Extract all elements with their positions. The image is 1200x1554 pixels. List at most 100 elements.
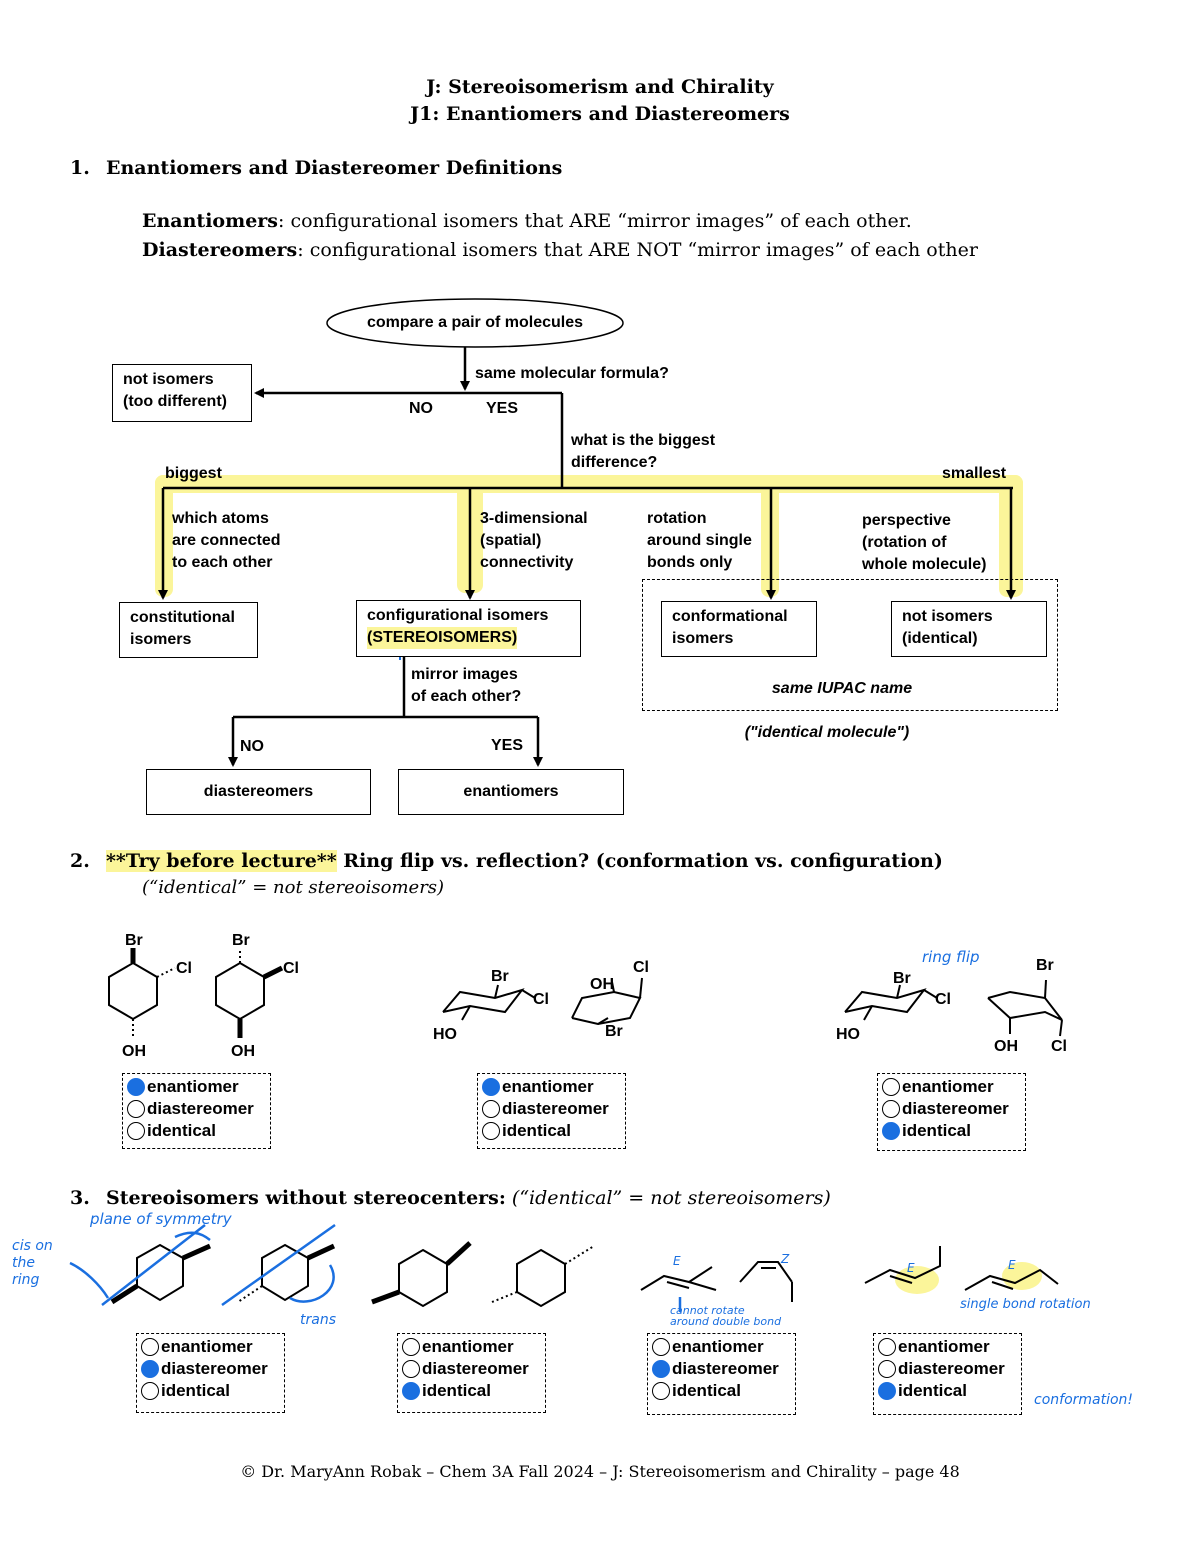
choice-diastereomer[interactable]: diastereomer (141, 1358, 280, 1380)
radio-button[interactable] (882, 1122, 900, 1140)
section2-number: 2. (70, 850, 90, 872)
choice-label: diastereomer (672, 1359, 779, 1378)
radio-button[interactable] (141, 1382, 159, 1400)
radio-button[interactable] (127, 1078, 145, 1096)
constitutional-box: constitutional isomers (119, 602, 258, 658)
radio-button[interactable] (482, 1078, 500, 1096)
question-difference: what is the biggest difference? (571, 430, 715, 474)
question-mirror-line2: of each other? (411, 688, 522, 705)
note-cannot-rotate: cannot rotate around double bond (670, 1305, 781, 1327)
choice-identical[interactable]: identical (882, 1120, 1021, 1142)
blue-annotations (69, 1223, 682, 1312)
identical-box: not isomers (identical) (891, 601, 1047, 657)
choice-label: identical (502, 1121, 571, 1140)
atom-cl-2d: Cl (633, 959, 649, 976)
choice-enantiomer[interactable]: enantiomer (878, 1336, 1017, 1358)
choice-identical[interactable]: identical (652, 1380, 791, 1402)
radio-button[interactable] (141, 1338, 159, 1356)
no2-label: NO (240, 738, 264, 755)
choice-identical[interactable]: identical (482, 1120, 621, 1142)
choice-identical[interactable]: identical (402, 1380, 541, 1402)
radio-button[interactable] (882, 1100, 900, 1118)
choice-diastereomer[interactable]: diastereomer (127, 1098, 266, 1120)
radio-button[interactable] (652, 1360, 670, 1378)
molecule-2b (215, 948, 284, 1038)
choice-enantiomer[interactable]: enantiomer (882, 1076, 1021, 1098)
not-isomers-box: not isomers (too different) (112, 364, 252, 422)
atom-cl-2b: Cl (283, 960, 299, 977)
choice-enantiomer[interactable]: enantiomer (482, 1076, 621, 1098)
atom-br-2e: Br (893, 970, 911, 987)
section3-number: 3. (70, 1187, 90, 1209)
question-formula: same molecular formula? (475, 365, 669, 382)
choice-enantiomer[interactable]: enantiomer (141, 1336, 280, 1358)
choice-identical[interactable]: identical (127, 1120, 266, 1142)
branch4-line3: whole molecule) (862, 556, 987, 573)
molecule-3f (739, 1261, 793, 1302)
radio-button[interactable] (652, 1382, 670, 1400)
radio-button[interactable] (652, 1338, 670, 1356)
radio-button[interactable] (878, 1382, 896, 1400)
choice-enantiomer[interactable]: enantiomer (402, 1336, 541, 1358)
configurational-line1: configurational isomers (367, 607, 549, 624)
radio-button[interactable] (482, 1122, 500, 1140)
section2-heading-text: Ring flip vs. reflection? (conformation … (336, 850, 943, 872)
note-cis-line3: ring (12, 1272, 40, 1288)
choice-diastereomer[interactable]: diastereomer (878, 1358, 1017, 1380)
branch-3d: 3-dimensional (spatial) connectivity (480, 508, 588, 574)
atom-cl-2c: Cl (533, 991, 549, 1008)
choice-diastereomer[interactable]: diastereomer (482, 1098, 621, 1120)
radio-button[interactable] (402, 1338, 420, 1356)
same-iupac-label: same IUPAC name (771, 680, 913, 697)
branch2-line1: 3-dimensional (480, 510, 588, 527)
radio-button[interactable] (878, 1338, 896, 1356)
radio-button[interactable] (402, 1382, 420, 1400)
note-single-bond-rotation: single bond rotation (960, 1297, 1091, 1312)
choice-label: diastereomer (902, 1099, 1009, 1118)
label-e-3h: E (1008, 1258, 1016, 1272)
diastereomers-term: Diastereomers (142, 239, 298, 261)
choice-identical[interactable]: identical (878, 1380, 1017, 1402)
branch-connectivity: which atoms are connected to each other (172, 508, 280, 574)
choice-label: diastereomer (898, 1359, 1005, 1378)
yes2-label: YES (491, 737, 524, 754)
radio-button[interactable] (402, 1360, 420, 1378)
atom-br-2f: Br (1036, 957, 1054, 974)
branch-perspective: perspective (rotation of whole molecule) (862, 510, 986, 576)
question-difference-line2: difference? (571, 454, 658, 471)
choice-diastereomer[interactable]: diastereomer (402, 1358, 541, 1380)
radio-button[interactable] (878, 1360, 896, 1378)
branch1-line2: are connected (172, 532, 281, 549)
radio-button[interactable] (141, 1360, 159, 1378)
choice-group-2c: enantiomer diastereomer identical (877, 1073, 1026, 1151)
atom-cl-2a: Cl (176, 960, 192, 977)
choice-label: identical (898, 1381, 967, 1400)
choice-label: identical (147, 1121, 216, 1140)
radio-button[interactable] (127, 1122, 145, 1140)
atom-oh-2b: OH (231, 1043, 255, 1060)
choice-enantiomer[interactable]: enantiomer (127, 1076, 266, 1098)
radio-button[interactable] (482, 1100, 500, 1118)
molecule-3e (640, 1266, 717, 1291)
smallest-label: smallest (942, 465, 1007, 482)
choice-enantiomer[interactable]: enantiomer (652, 1336, 791, 1358)
radio-button[interactable] (127, 1100, 145, 1118)
branch-rotation: rotation around single bonds only (647, 508, 752, 574)
enantiomers-def-text: : configurational isomers that ARE “mirr… (278, 210, 912, 232)
choice-identical[interactable]: identical (141, 1380, 280, 1402)
section3-heading: Stereoisomers without stereocenters: (“i… (106, 1187, 831, 1209)
identical-line1: not isomers (902, 608, 993, 625)
question-mirror-line1: mirror images (411, 666, 518, 683)
no-label: NO (409, 400, 433, 417)
atom-cl-2f: Cl (1051, 1038, 1067, 1055)
molecule-2c (442, 984, 536, 1021)
molecule-3d (491, 1245, 595, 1308)
radio-button[interactable] (882, 1078, 900, 1096)
choice-label: enantiomer (902, 1077, 994, 1096)
choice-label: enantiomer (672, 1337, 764, 1356)
atom-oh-2d: OH (590, 976, 614, 993)
biggest-label: biggest (165, 465, 222, 482)
choice-diastereomer[interactable]: diastereomer (652, 1358, 791, 1380)
choice-diastereomer[interactable]: diastereomer (882, 1098, 1021, 1120)
